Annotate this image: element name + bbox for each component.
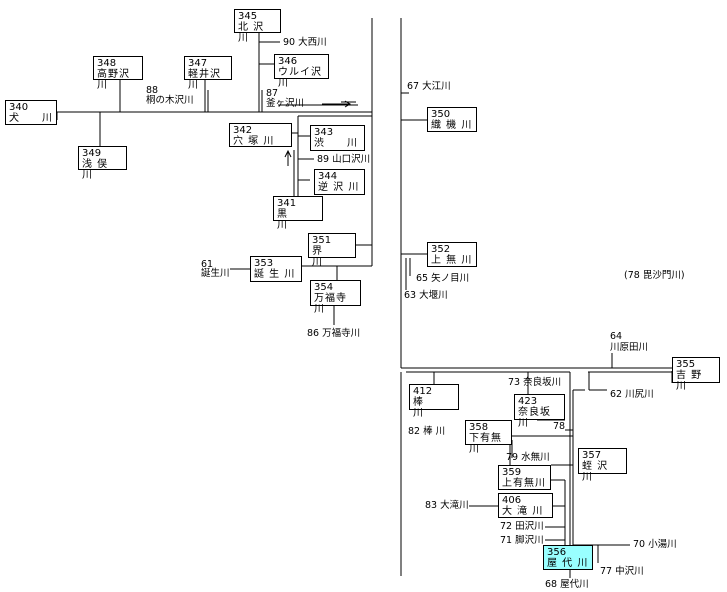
label-79: 79 水無川	[506, 452, 550, 463]
label-72: 72 田沢川	[500, 521, 544, 532]
label-64-num: 64	[610, 331, 623, 342]
label-68: 68 屋代川	[545, 579, 589, 590]
label-61-num: 61	[201, 259, 214, 270]
label-78-note: (78 毘沙門川)	[624, 270, 685, 281]
label-83: 83 大滝川	[425, 500, 469, 511]
label-65: 65 矢ノ目川	[416, 273, 470, 284]
label-89: 89 山口沢川	[317, 154, 371, 165]
label-78: 78	[553, 421, 566, 432]
label-73: 73 奈良坂川	[508, 377, 562, 388]
label-71: 71 脚沢川	[500, 535, 544, 546]
label-82: 82 棒 川	[408, 426, 446, 437]
label-63: 63 大堰川	[404, 290, 448, 301]
label-67: 67 大江川	[407, 81, 451, 92]
label-64-name: 川原田川	[610, 342, 649, 353]
label-70: 70 小湯川	[633, 539, 677, 550]
label-86: 86 万福寺川	[307, 328, 361, 339]
label-88-num: 88	[146, 85, 159, 96]
label-61-name: 誕生川	[201, 268, 230, 279]
label-87-name: 釜ヶ沢川	[266, 98, 305, 109]
label-90: 90 大西川	[283, 37, 327, 48]
label-87-num: 87	[266, 88, 279, 99]
label-88-name: 桐の木沢川	[146, 95, 194, 106]
label-62: 62 川尻川	[610, 389, 654, 400]
label-77: 77 中沢川	[600, 566, 644, 577]
